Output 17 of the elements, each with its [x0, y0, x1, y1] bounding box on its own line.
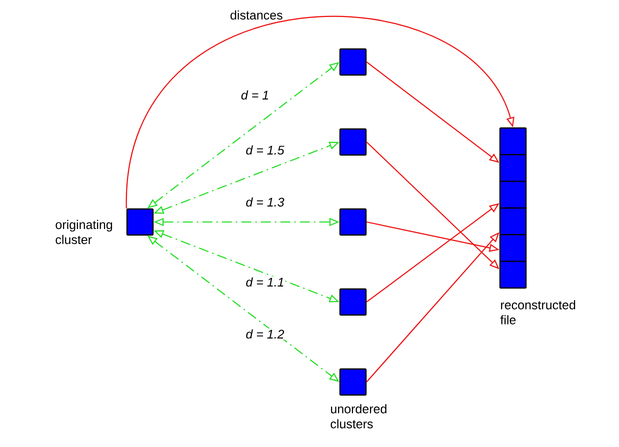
node-label: originating cluster [56, 220, 112, 244]
edge-label: d = 1.3 [244, 196, 286, 208]
cluster-box [339, 208, 367, 236]
edge-label: d = 1.2 [244, 328, 286, 340]
edge-label: d = 1.5 [244, 144, 286, 156]
file-column: reconstructed file [499, 127, 576, 324]
cluster-box: originating cluster [56, 208, 154, 244]
edge-label: d = 1 [240, 89, 270, 101]
edge-label: d = 1.1 [244, 276, 286, 288]
node-label: reconstructed file [500, 300, 576, 324]
cluster-box [339, 368, 367, 396]
text-label: unordered clusters [330, 404, 386, 428]
arrow [126, 16, 514, 208]
cluster-box [339, 128, 367, 156]
cluster-box [339, 288, 367, 316]
text-label: distances [230, 10, 282, 20]
cluster-box [339, 48, 367, 76]
